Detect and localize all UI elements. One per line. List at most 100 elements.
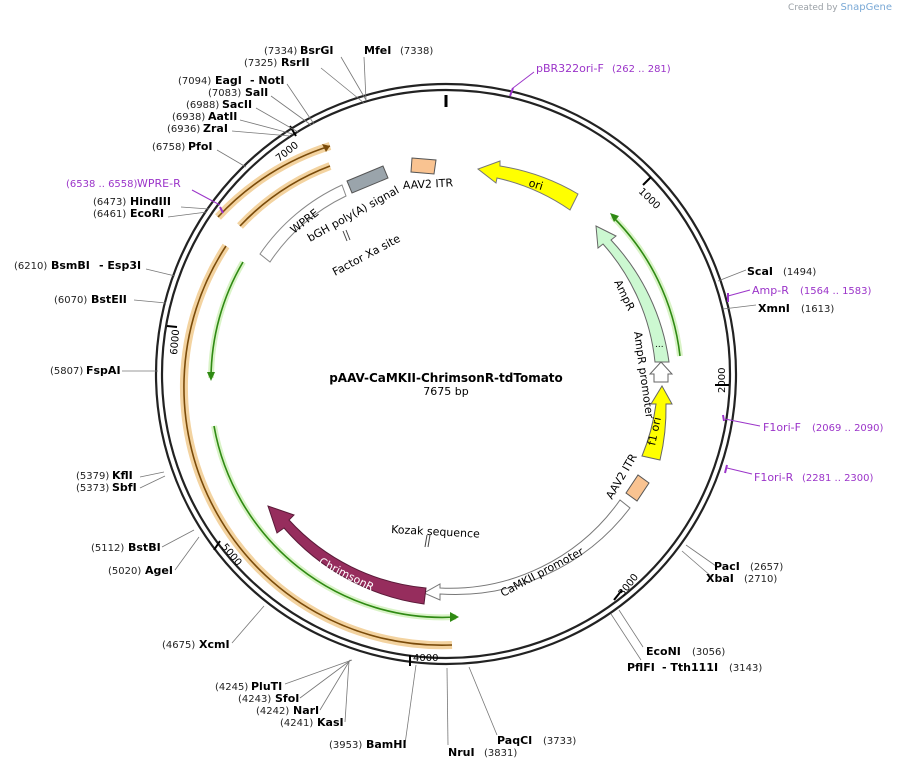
orf-right-green <box>609 213 683 357</box>
site-name: XbaI <box>706 572 734 585</box>
site-position: (5807) <box>50 366 83 377</box>
feature-factor-xa-mark <box>345 229 351 241</box>
site-position: (7083) <box>208 88 241 99</box>
site-position: (7338) <box>400 46 433 57</box>
backbone-outer-strand <box>154 82 738 666</box>
site-position: (6461) <box>93 209 126 220</box>
site-name: PaqCI <box>497 734 532 747</box>
primer-range: (2281 .. 2300) <box>802 473 874 484</box>
primer-name: F1ori-F <box>763 421 801 434</box>
orf-left-big <box>179 243 453 650</box>
site-name: NarI <box>293 704 319 717</box>
feature-ori <box>476 160 579 211</box>
site-name: - NotI <box>250 74 285 87</box>
site-name: FspAI <box>86 364 121 377</box>
primer-name: pBR322ori-F <box>536 62 604 75</box>
primer-range: (6538 .. 6558) <box>66 179 138 190</box>
feature-ampr <box>595 225 670 363</box>
site-name: ScaI <box>747 265 773 278</box>
site-position: (3953) <box>329 740 362 751</box>
feature-wpre <box>259 184 347 263</box>
feature-camkii-label: CaMKII promoter <box>498 545 586 600</box>
site-name: HindIII <box>130 195 171 208</box>
feature-factor-xa-label: Factor Xa site <box>330 232 402 279</box>
site-name: NruI <box>448 746 475 759</box>
tick-label-4000: 4000 <box>413 653 438 664</box>
plasmid-length: 7675 bp <box>423 385 468 398</box>
site-name: MfeI <box>364 44 391 57</box>
site-name: BamHI <box>366 738 407 751</box>
site-position: (6938) <box>172 112 205 123</box>
site-position: (2657) <box>750 562 783 573</box>
site-name: - Esp3I <box>99 259 141 272</box>
site-name: SalI <box>245 86 268 99</box>
site-name: PluTI <box>251 680 282 693</box>
site-position: (3733) <box>543 736 576 747</box>
feature-f1-ori-label: f1 ori <box>645 416 664 447</box>
tick-label-2000: 2000 <box>717 368 728 393</box>
site-name: BsmBI <box>51 259 90 272</box>
site-name: EcoNI <box>646 645 681 658</box>
site-name: SfoI <box>275 692 299 705</box>
site-position: (6210) <box>14 261 47 272</box>
site-position: (6988) <box>186 100 219 111</box>
primer-name: F1ori-R <box>754 471 794 484</box>
svg-text:...: ... <box>655 340 664 350</box>
site-position: (6473) <box>93 197 126 208</box>
site-name: PfoI <box>188 140 213 153</box>
site-name: XcmI <box>199 638 230 651</box>
site-position: (3143) <box>729 663 762 674</box>
site-name: XmnI <box>758 302 790 315</box>
site-position: (5379) <box>76 471 109 482</box>
site-name: SbfI <box>112 481 137 494</box>
primer-range: (1564 .. 1583) <box>800 286 872 297</box>
site-position: (7325) <box>244 58 277 69</box>
site-position: (3056) <box>692 647 725 658</box>
feature-kozak-mark <box>424 534 428 548</box>
primer-range: (262 .. 281) <box>612 64 671 75</box>
tick-label-6000: 6000 <box>169 329 182 355</box>
site-name: BstEII <box>91 293 127 306</box>
site-position: (7334) <box>264 46 297 57</box>
site-name: BsrGI <box>300 44 333 57</box>
site-name: AgeI <box>145 564 173 577</box>
site-name: EagI <box>215 74 242 87</box>
tick-label-1000: 1000 <box>636 186 662 212</box>
feature-aav2-itr-top-label: AAV2 ITR <box>402 176 453 192</box>
restriction-sites: MfeI (7338) (7334) BsrGI (7325) RsrII (7… <box>14 44 834 759</box>
site-name: KflI <box>112 469 133 482</box>
site-position: (2710) <box>744 574 777 585</box>
primer-name: Amp-R <box>752 284 789 297</box>
feature-f1-ori <box>641 385 673 461</box>
orf-top-left <box>215 142 332 229</box>
site-position: (6070) <box>54 295 87 306</box>
site-name: BstBI <box>128 541 161 554</box>
site-position: (3831) <box>484 748 517 759</box>
snapgene-watermark: Created by SnapGene <box>788 2 892 13</box>
backbone-inner-strand <box>160 88 732 660</box>
site-position: (4243) <box>238 694 271 705</box>
snapgene-logo: SnapGene <box>840 2 892 13</box>
feature-ori-label: ori <box>527 176 544 193</box>
site-position: (5020) <box>108 566 141 577</box>
site-position: (1494) <box>783 267 816 278</box>
feature-aav2-itr-top <box>410 157 437 175</box>
site-name: ZraI <box>203 122 228 135</box>
orf-left-green <box>207 260 246 381</box>
plasmid-name: pAAV-CaMKII-ChrimsonR-tdTomato <box>329 371 563 385</box>
site-name: AatII <box>208 110 237 123</box>
site-position: (5112) <box>91 543 124 554</box>
feature-ampr-promoter <box>648 361 674 383</box>
brand-created-by: Created by <box>788 3 838 13</box>
site-position: (1613) <box>801 304 834 315</box>
primer-range: (2069 .. 2090) <box>812 423 884 434</box>
site-name: PacI <box>714 560 740 573</box>
site-position: (5373) <box>76 483 109 494</box>
feature-camkii-promoter <box>422 499 631 601</box>
site-position: (4245) <box>215 682 248 693</box>
feature-kozak-label: Kozak sequence <box>391 523 481 541</box>
site-position: (4675) <box>162 640 195 651</box>
site-position: (4241) <box>280 718 313 729</box>
orf-bottom-green <box>211 425 459 622</box>
